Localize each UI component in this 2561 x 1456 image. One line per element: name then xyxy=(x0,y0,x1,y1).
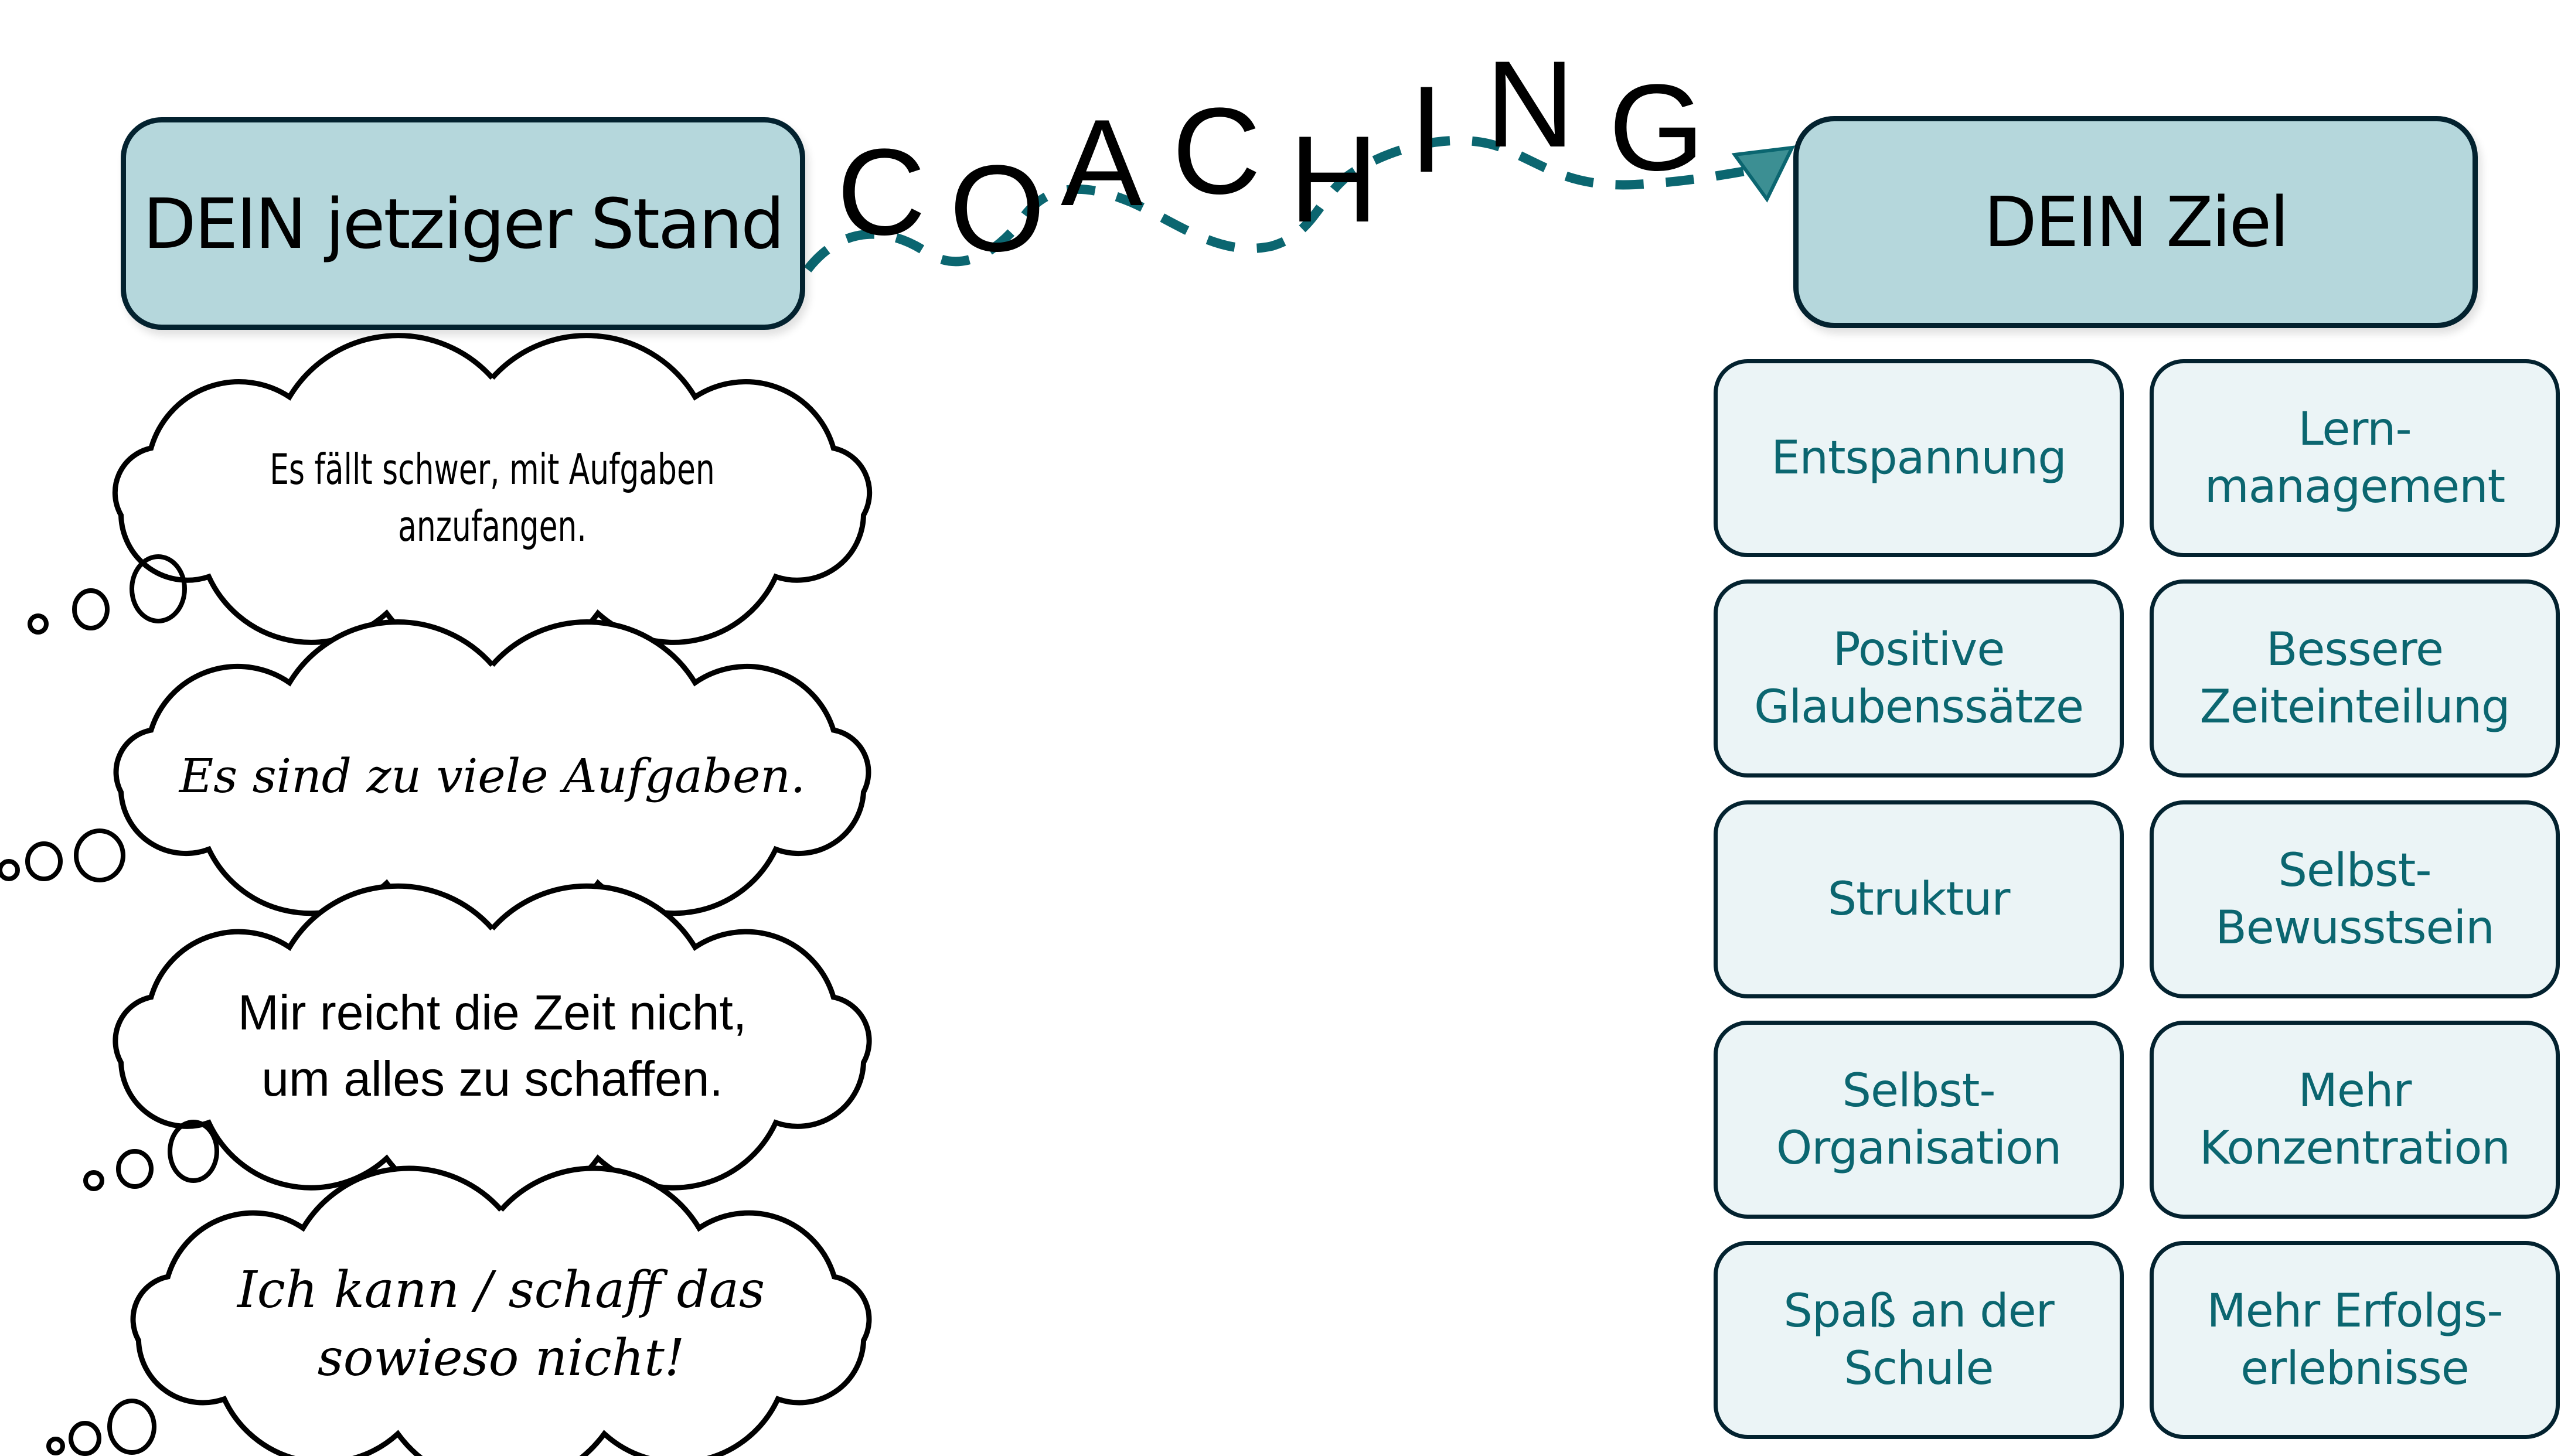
coaching-letter-c1: C xyxy=(837,123,926,261)
goal-item-line: Struktur xyxy=(1827,873,2011,926)
thought-bubble-dot-icon xyxy=(46,1437,65,1455)
goal-item-line: Mehr xyxy=(2298,1065,2412,1117)
goal-item-line: Positive xyxy=(1833,623,2005,676)
goal-item-line: Entspannung xyxy=(1771,432,2067,485)
goal-item-selbstorganisation: Selbst-Organisation xyxy=(1714,1021,2124,1219)
cloud-outline xyxy=(130,1165,872,1456)
goal-item-line: Selbst- xyxy=(1842,1065,1995,1117)
coaching-path-dashed-line xyxy=(803,135,1753,272)
coaching-word: C O A C H I N G xyxy=(837,35,1704,277)
thought-text: Mir reicht die Zeit nicht, um alles zu sc… xyxy=(147,935,838,1157)
thought-text-line: Es sind zu viele Aufgaben. xyxy=(179,749,806,803)
goal-item-line: Konzentration xyxy=(2199,1122,2511,1175)
current-state-box: DEIN jetziger Stand xyxy=(121,117,805,330)
thought-bubble-dot-icon xyxy=(83,1170,104,1191)
thought-text-line: um alles zu schaffen. xyxy=(261,1051,723,1106)
thought-text-line: anzufangen. xyxy=(398,502,587,551)
thought-bubble-dot-icon xyxy=(0,859,20,881)
thought-bubble-dot-icon xyxy=(72,588,110,630)
thought-text-line: Es fällt schwer, mit Aufgaben xyxy=(270,444,715,494)
goal-item-line: erlebnisse xyxy=(2240,1342,2470,1395)
goal-item-mehr-erfolgserlebnisse: Mehr Erfolgs-erlebnisse xyxy=(2150,1241,2560,1439)
goal-item-line: Bewusstsein xyxy=(2215,902,2494,954)
arrow-head-icon xyxy=(1731,145,1796,203)
thought-text: Ich kann / schaff das sowieso nicht! xyxy=(164,1216,838,1433)
goal-item-line: management xyxy=(2204,461,2506,513)
goal-item-line: Organisation xyxy=(1776,1122,2062,1175)
coaching-letter-n: N xyxy=(1486,35,1575,173)
thought-bubble-dot-icon xyxy=(116,1149,154,1189)
coaching-letter-a: A xyxy=(1061,94,1143,231)
goal-item-entspannung: Entspannung xyxy=(1714,359,2124,557)
goal-item-line: Schule xyxy=(1844,1342,1994,1395)
current-state-title: DEIN jetziger Stand xyxy=(142,183,785,264)
goal-item-line: Glaubenssätze xyxy=(1754,681,2084,734)
thought-text: Es fällt schwer, mit Aufgaben anzufangen. xyxy=(243,384,741,612)
goal-item-line: Selbst- xyxy=(2278,844,2431,897)
thought-bubble-dot-icon xyxy=(107,1399,156,1455)
goal-item-selbstbewusstsein: Selbst-Bewusstsein xyxy=(2150,800,2560,998)
goal-item-line: Bessere xyxy=(2266,623,2444,676)
thought-bubble-dot-icon xyxy=(168,1120,219,1183)
goal-box: DEIN Ziel xyxy=(1793,116,2478,328)
thought-bubble-dot-icon xyxy=(25,841,63,881)
thought-text-line: sowieso nicht! xyxy=(317,1329,685,1387)
coaching-letter-c2: C xyxy=(1172,82,1261,220)
goal-item-line: Lern- xyxy=(2298,403,2412,456)
thought-bubble-dot-icon xyxy=(28,613,49,635)
goal-item-line: Zeiteinteilung xyxy=(2199,681,2510,734)
coaching-letter-h: H xyxy=(1289,110,1378,248)
goal-item-lernmanagement: Lern-management xyxy=(2150,359,2560,557)
coaching-letter-i: I xyxy=(1409,60,1443,198)
goal-title: DEIN Ziel xyxy=(1983,182,2289,262)
thought-text-line: Mir reicht die Zeit nicht, xyxy=(237,984,747,1040)
thought-text: Es sind zu viele Aufgaben. xyxy=(147,671,838,882)
goal-item-line: Spaß an der xyxy=(1783,1285,2054,1338)
thought-bubble-dot-icon xyxy=(130,554,187,623)
thought-text-line: Ich kann / schaff das xyxy=(237,1260,765,1319)
coaching-letter-g: G xyxy=(1609,59,1704,196)
thought-bubble-dot-icon xyxy=(69,1421,101,1456)
thought-bubble-dot-icon xyxy=(74,828,125,882)
coaching-letter-o: O xyxy=(949,139,1045,277)
goal-item-line: Mehr Erfolgs- xyxy=(2206,1285,2503,1338)
goal-item-struktur: Struktur xyxy=(1714,800,2124,998)
